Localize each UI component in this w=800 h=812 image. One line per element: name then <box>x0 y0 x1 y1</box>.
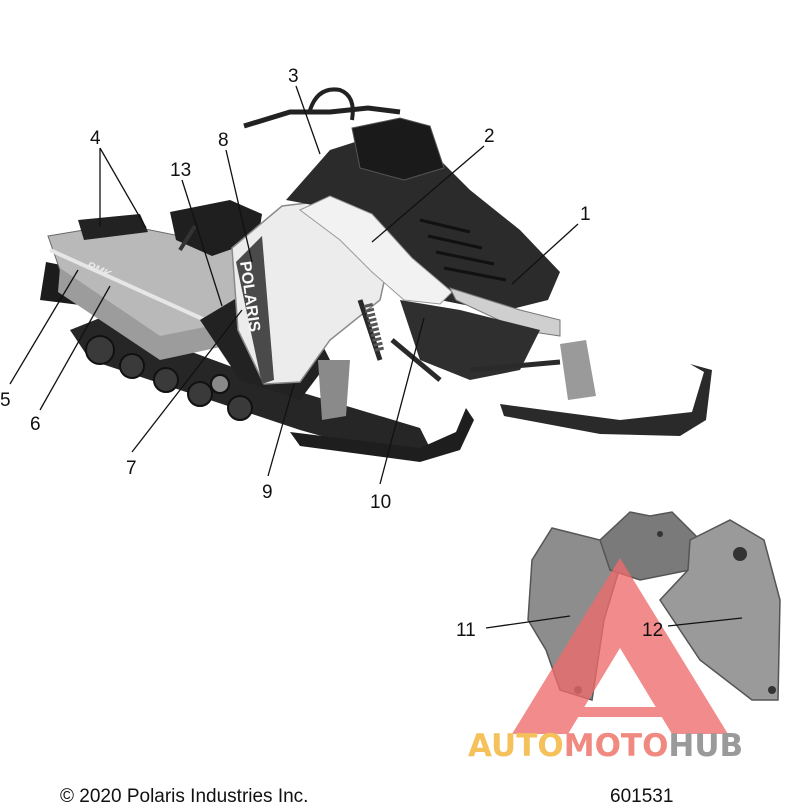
snowmobile-illustration: RMK POLARIS <box>40 87 712 462</box>
watermark-moto: MOTO <box>564 728 669 764</box>
callout-5: 5 <box>0 390 11 411</box>
callout-9: 9 <box>262 482 273 503</box>
leader-line-6 <box>39 285 111 411</box>
mount-hole <box>768 686 776 694</box>
watermark-logo <box>512 558 728 734</box>
hood-vents <box>419 218 507 282</box>
leader-lines <box>9 85 743 629</box>
drawing-number: 601531 <box>610 786 674 807</box>
callout-6: 6 <box>30 414 41 435</box>
ski-right-spindle <box>560 340 596 400</box>
ski-left-spindle <box>318 360 350 420</box>
callout-12: 12 <box>642 620 663 641</box>
leader-line-1 <box>511 223 579 285</box>
leader-line-11 <box>485 615 571 629</box>
hood <box>286 134 560 312</box>
tunnel-rail <box>49 248 206 322</box>
callout-2: 2 <box>484 126 495 147</box>
callout-10: 10 <box>370 492 391 513</box>
leader-line-2 <box>371 145 485 243</box>
callout-13: 13 <box>170 160 191 181</box>
bogie-wheels <box>85 335 253 421</box>
watermark-inner-triangle-icon <box>553 599 687 717</box>
ski-right <box>500 364 712 436</box>
callout-7: 7 <box>126 458 137 479</box>
seat-bar <box>178 224 197 252</box>
leader-line-12 <box>667 617 743 627</box>
hood-white-panel <box>299 195 453 305</box>
tunnel-side <box>58 268 225 360</box>
mountain-strap <box>308 87 355 121</box>
callout-11: 11 <box>456 620 476 641</box>
handlebar <box>243 105 401 129</box>
watermark-hub: HUB <box>668 728 743 764</box>
leader-line-10 <box>379 317 425 485</box>
callout-8: 8 <box>218 130 229 151</box>
front-bumper <box>449 287 561 337</box>
windshield <box>351 117 445 181</box>
callout-4: 4 <box>90 128 101 149</box>
side-panel-stripe <box>236 236 274 384</box>
copyright-text: © 2020 Polaris Industries Inc. <box>60 786 309 807</box>
leader-line-5 <box>9 269 79 385</box>
callout-3: 3 <box>288 66 299 87</box>
ski-left <box>290 408 474 462</box>
mount-hole <box>657 531 663 537</box>
callout-numbers: 1 2 3 4 5 6 7 8 9 10 11 12 13 <box>0 66 663 641</box>
callout-1: 1 <box>580 204 591 225</box>
side-panel-part-illustration <box>527 511 781 701</box>
leader-line-9 <box>267 383 295 477</box>
rear-bag <box>78 214 148 240</box>
side-panel-part-right <box>659 519 781 701</box>
leader-line-13 <box>181 179 223 307</box>
leader-line-4b <box>99 147 147 229</box>
leader-line-3 <box>295 85 321 155</box>
watermark-text: AUTOMOTOHUB <box>468 728 743 764</box>
leader-line-8 <box>225 149 253 263</box>
watermark-triangle-icon <box>512 558 728 734</box>
leader-line-7 <box>131 309 243 453</box>
shock-spring <box>363 302 385 354</box>
watermark-auto: AUTO <box>468 728 564 764</box>
belly-pan <box>400 300 540 380</box>
mount-hole <box>733 547 747 561</box>
